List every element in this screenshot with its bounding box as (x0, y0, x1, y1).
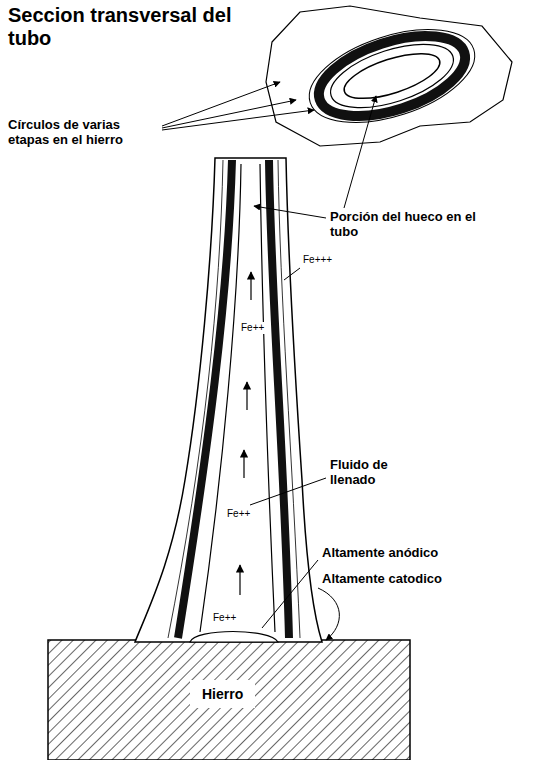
callout-label: Fluido de llenado (330, 458, 420, 488)
flow-arrow (250, 272, 251, 300)
flow-arrow (239, 565, 240, 595)
ion-label: Fe++ (240, 322, 265, 334)
leader-line (262, 560, 318, 628)
ion-label: Fe++ (226, 508, 251, 520)
callout-label: Altamente catodico (322, 572, 442, 587)
iron-block (48, 640, 410, 760)
flow-arrow (246, 382, 247, 410)
hollow-edge (260, 164, 275, 632)
ion-label: Fe++ (212, 612, 237, 624)
leader-line (162, 82, 280, 126)
stage-rings (298, 11, 486, 140)
cross-section-outline (266, 6, 512, 146)
leader-line (250, 478, 326, 505)
leader-line (162, 110, 314, 130)
tube-band (178, 160, 232, 638)
flow-arrow (243, 450, 244, 478)
leader-line (162, 100, 296, 128)
title: Seccion transversal del tubo (8, 4, 243, 50)
material-label: Hierro (190, 680, 255, 708)
leader-line (318, 588, 339, 640)
callout-label: Círculos de varias etapas en el hierro (8, 118, 163, 148)
ring-line (168, 160, 223, 638)
leader-line (284, 268, 300, 280)
leader-line (344, 96, 376, 208)
tube-outline (135, 158, 322, 642)
pit (190, 632, 278, 643)
callout-label: Altamente anódico (322, 546, 438, 561)
callout-label: Porción del hueco en el tubo (330, 210, 490, 240)
ion-label: Fe+++ (302, 254, 333, 266)
leader-line (254, 206, 326, 218)
ring-line (278, 160, 300, 638)
